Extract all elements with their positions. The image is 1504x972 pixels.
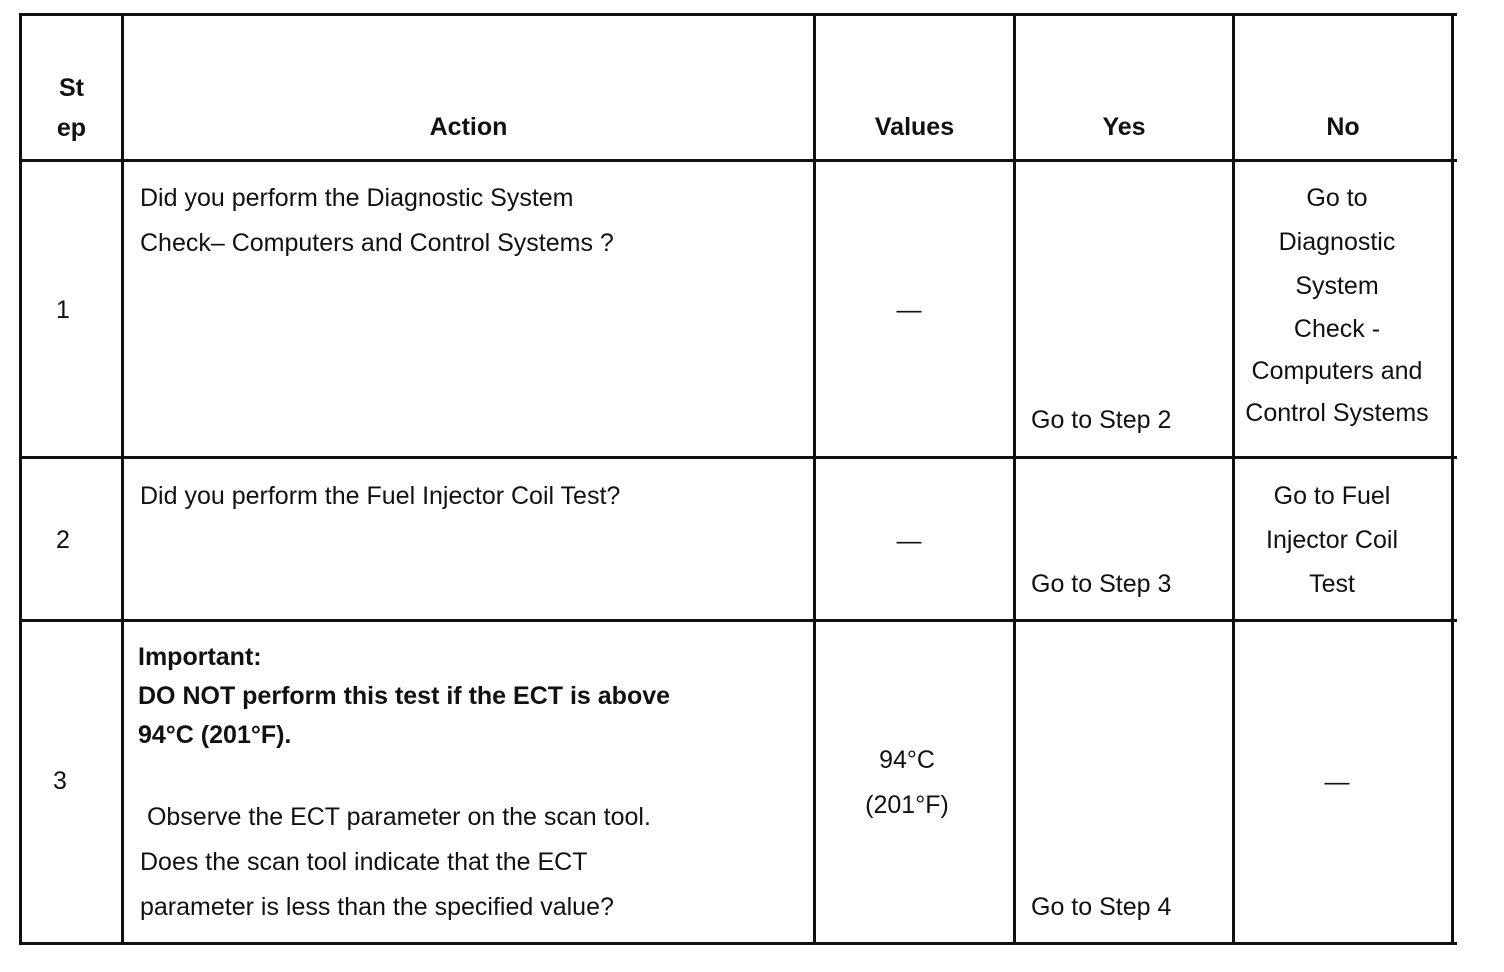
no-line: Go to (1306, 184, 1368, 212)
value-line: 94°C (879, 746, 935, 774)
step-number: 3 (53, 767, 67, 795)
action-line: Did you perform the Diagnostic System (140, 184, 574, 212)
important-label: Important: (138, 643, 262, 671)
header-action: Action (429, 113, 508, 141)
important-note: Important: DO NOT perform this test if t… (138, 638, 670, 755)
diagnostic-table (19, 13, 1457, 945)
no-line: Go to Fuel (1273, 482, 1391, 510)
column-divider (813, 13, 816, 945)
no-link[interactable]: Go to Diagnostic System Check - Computer… (1235, 176, 1439, 434)
yes-link[interactable]: Go to Step 2 (1031, 406, 1172, 434)
no-line: Diagnostic (1278, 228, 1396, 256)
action-line: Check– Computers and Control Systems ? (140, 229, 614, 257)
header-values: Values (874, 113, 955, 141)
header-step-line1: St (59, 74, 84, 102)
step-number: 1 (56, 296, 70, 324)
value-line: (201°F) (865, 791, 949, 819)
action-line: Did you perform the Fuel Injector Coil T… (140, 482, 621, 510)
no-text: — (1324, 768, 1350, 796)
header-step-line2: ep (56, 114, 87, 142)
header-no: No (1326, 113, 1360, 141)
no-line: Check - (1293, 315, 1381, 343)
value-text: — (896, 527, 922, 555)
important-line: 94°C (201°F). (138, 721, 292, 749)
yes-link[interactable]: Go to Step 4 (1031, 893, 1172, 921)
value-text: — (896, 296, 922, 324)
column-divider (1451, 13, 1454, 945)
row-divider (19, 456, 1457, 459)
action-text: Observe the ECT parameter on the scan to… (140, 795, 651, 930)
header-yes: Yes (1102, 113, 1146, 141)
no-link[interactable]: Go to Fuel Injector Coil Test (1235, 474, 1429, 606)
step-number: 2 (56, 526, 70, 554)
no-line: Injector Coil (1266, 526, 1398, 554)
yes-link[interactable]: Go to Step 3 (1031, 570, 1172, 598)
action-text: Did you perform the Diagnostic System Ch… (140, 176, 614, 266)
action-line: Does the scan tool indicate that the ECT (140, 848, 588, 876)
column-divider (121, 13, 124, 945)
column-divider (1232, 13, 1235, 945)
row-divider (19, 619, 1457, 622)
header-step: St ep (22, 68, 121, 148)
no-line: Control Systems (1245, 399, 1429, 427)
action-line: Observe the ECT parameter on the scan to… (140, 803, 651, 831)
important-line: DO NOT perform this test if the ECT is a… (138, 682, 671, 710)
no-line: System (1295, 272, 1379, 300)
value-text: 94°C (201°F) (816, 738, 998, 828)
no-line: Computers and (1251, 357, 1423, 385)
action-line: parameter is less than the specified val… (140, 893, 614, 921)
column-divider (1013, 13, 1016, 945)
row-divider (19, 159, 1457, 162)
no-line: Test (1309, 570, 1355, 598)
